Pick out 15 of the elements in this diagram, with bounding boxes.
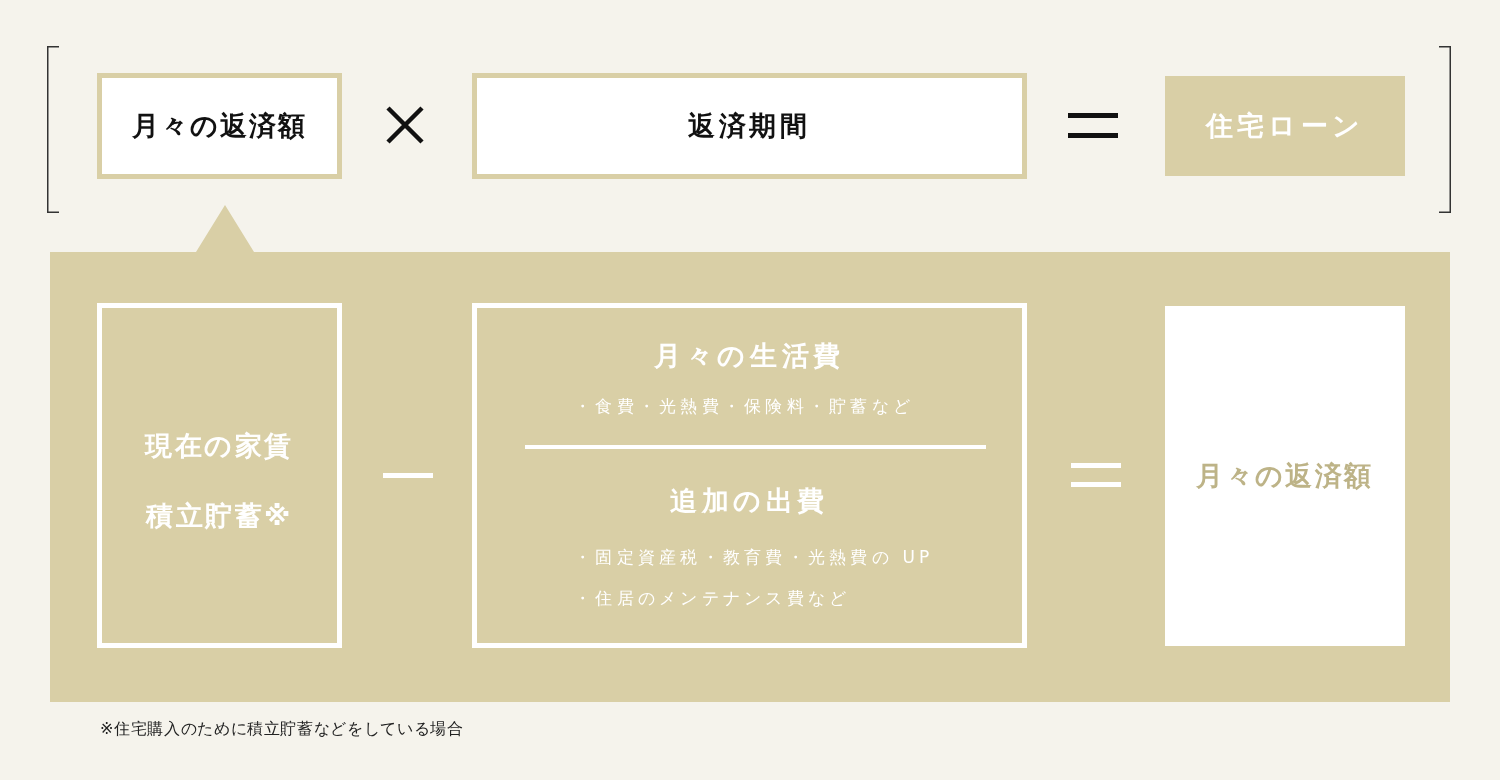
term-box: 月々の返済額: [97, 73, 342, 179]
callout-panel: [50, 205, 1450, 702]
label-text: 積立貯蓄※: [146, 498, 293, 533]
term-box: [97, 303, 342, 648]
label-text: 現在の家賃: [145, 428, 294, 463]
list-item: ・食費・光熱費・保険料・貯蓄など: [574, 395, 914, 417]
footnote: ※住宅購入のために積立貯蓄などをしている場合: [100, 717, 464, 739]
heading: 月々の生活費: [654, 338, 845, 373]
list-item: ・固定資産税・教育費・光熱費の UP: [574, 546, 934, 568]
result-box: 月々の返済額: [1165, 306, 1405, 646]
term-box: [472, 303, 1027, 648]
result-box: 住宅ローン: [1165, 76, 1405, 176]
list-item: ・住居のメンテナンス費など: [574, 587, 851, 609]
heading: 追加の出費: [670, 483, 829, 518]
term-box: 返済期間: [472, 73, 1027, 179]
